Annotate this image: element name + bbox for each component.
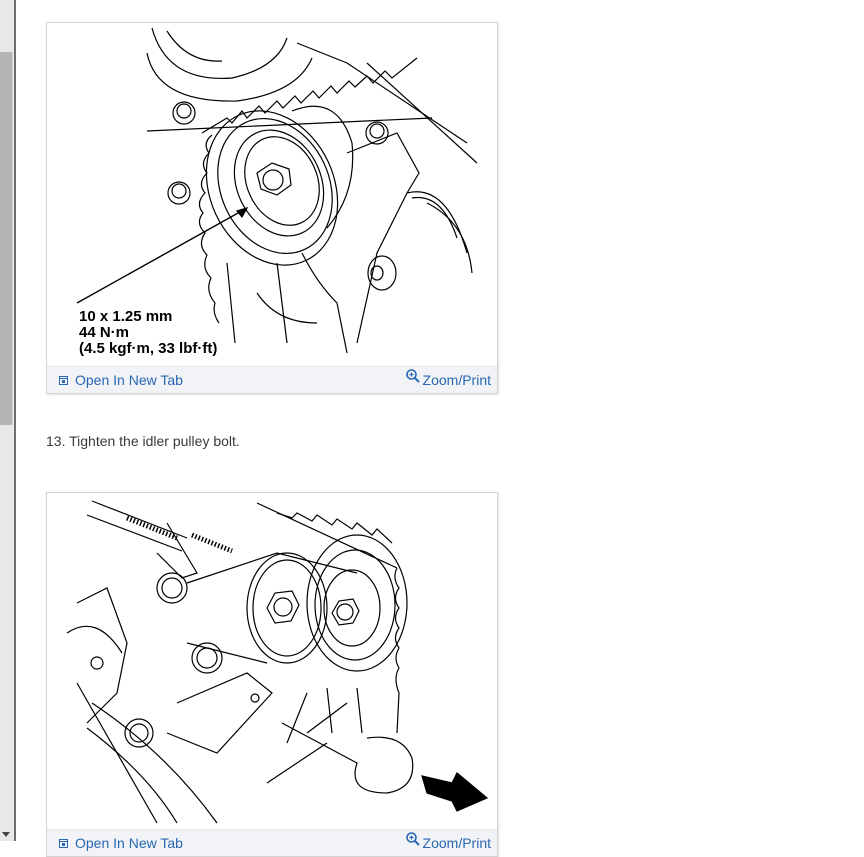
- zoom-in-icon: [405, 832, 420, 846]
- tensioner-diagram-image: [47, 493, 497, 829]
- bolt-size-label: 10 x 1.25 mm: [79, 308, 173, 325]
- open-in-new-tab-link[interactable]: Open In New Tab: [59, 835, 183, 851]
- torque-spec-callout: 10 x 1.25 mm 44 N·m (4.5 kgf·m, 33 lbf·f…: [79, 309, 217, 357]
- zoom-print-label: Zoom/Print: [422, 372, 491, 388]
- open-new-tab-icon: [59, 838, 68, 848]
- zoom-in-icon: [405, 369, 420, 383]
- figure-idler-pulley: 10 x 1.25 mm 44 N·m (4.5 kgf·m, 33 lbf·f…: [46, 22, 498, 394]
- idler-pulley-diagram-image: 10 x 1.25 mm 44 N·m (4.5 kgf·m, 33 lbf·f…: [47, 23, 497, 366]
- open-in-new-tab-link[interactable]: Open In New Tab: [59, 372, 183, 388]
- figure-toolbar: Open In New Tab Zoom/Print: [47, 366, 497, 393]
- step-instruction: 13. Tighten the idler pulley bolt.: [46, 433, 240, 449]
- zoom-print-link[interactable]: Zoom/Print: [405, 369, 491, 388]
- torque-imperial-label: (4.5 kgf·m, 33 lbf·ft): [79, 340, 218, 357]
- vertical-scrollbar[interactable]: [0, 0, 16, 841]
- torque-nm-label: 44 N·m: [79, 324, 130, 341]
- figure-toolbar: Open In New Tab Zoom/Print: [47, 829, 497, 856]
- scroll-down-arrow-icon[interactable]: [2, 832, 10, 837]
- open-in-new-tab-label: Open In New Tab: [75, 835, 183, 851]
- zoom-print-label: Zoom/Print: [422, 835, 491, 851]
- zoom-print-link[interactable]: Zoom/Print: [405, 832, 491, 851]
- open-new-tab-icon: [59, 375, 68, 385]
- scrollbar-thumb[interactable]: [0, 52, 13, 425]
- open-in-new-tab-label: Open In New Tab: [75, 372, 183, 388]
- figure-tensioner: Open In New Tab Zoom/Print: [46, 492, 498, 857]
